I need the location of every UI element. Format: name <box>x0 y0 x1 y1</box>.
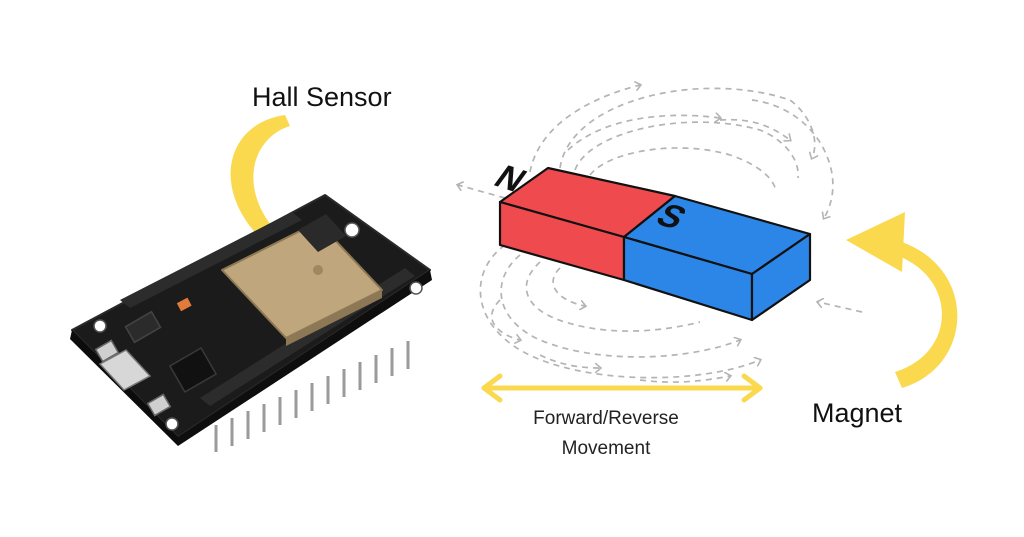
mount-hole <box>165 417 179 431</box>
bar-magnet: N S <box>487 159 812 322</box>
board-header-pins <box>214 341 410 452</box>
en-button <box>94 339 120 363</box>
magnet-pointer-arrow <box>846 212 958 388</box>
magnetic-field-lines <box>458 85 863 383</box>
usb-uart-chip <box>168 346 218 394</box>
board-top-header <box>120 212 302 308</box>
boot-button <box>146 393 172 417</box>
magnet-label: Magnet <box>812 398 903 428</box>
hall-sensor-label: Hall Sensor <box>252 82 392 112</box>
smd-component <box>176 297 192 312</box>
mount-hole <box>93 319 107 333</box>
movement-label: Forward/Reverse Movement <box>533 408 679 459</box>
mount-hole <box>344 222 360 238</box>
magnet-south-end-face <box>750 232 812 322</box>
mount-hole <box>409 281 423 295</box>
movement-double-arrow <box>481 373 763 403</box>
micro-usb-port <box>98 349 152 391</box>
voltage-regulator <box>124 310 162 344</box>
esp32-board <box>70 194 432 452</box>
esp32-antenna <box>298 214 346 252</box>
